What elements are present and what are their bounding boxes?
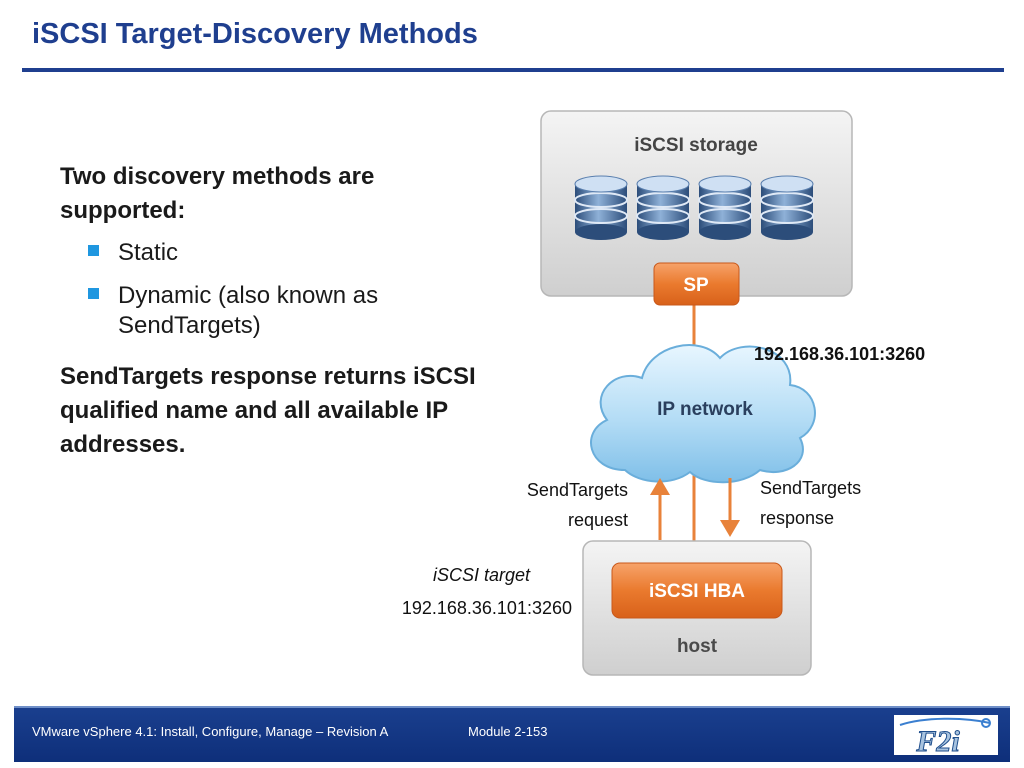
method-list: Static Dynamic (also known as SendTarget… [88, 238, 468, 354]
footer-course-title: VMware vSphere 4.1: Install, Configure, … [32, 724, 389, 739]
request-label-line2: request [567, 510, 628, 530]
sp-label: SP [683, 275, 709, 296]
sp-block [653, 262, 740, 306]
request-arrow-icon [650, 478, 670, 540]
bullet-text: Static [118, 239, 179, 266]
discovery-diagram: iSCSI storage SP IP network [540, 110, 853, 676]
bullet-text: Dynamic (also known as SendTargets) [118, 282, 379, 339]
intro-text: Two discovery methods are supported: [60, 163, 375, 224]
target-label: iSCSI target [432, 565, 530, 585]
storage-label: iSCSI storage [634, 135, 758, 156]
bullet-static: Static [88, 238, 468, 268]
disk-icon [574, 175, 628, 240]
sendtargets-note: SendTargets response returns iSCSI quali… [60, 363, 476, 458]
response-label-line2: response [760, 508, 835, 528]
f2i-logo-icon: F2i [894, 715, 998, 755]
host-label: host [677, 636, 718, 657]
disk-icon [760, 175, 814, 240]
title-underline [22, 68, 1004, 72]
footer-module-number: Module 2-153 [468, 724, 548, 739]
disk-icon [698, 175, 752, 240]
request-label-line1: SendTargets [526, 480, 628, 500]
target-address-label: 192.168.36.101:3260 [401, 598, 572, 618]
disk-icon [636, 175, 690, 240]
network-label: IP network [657, 399, 753, 420]
hba-label: iSCSI HBA [649, 581, 745, 602]
cloud-icon [590, 344, 816, 484]
response-arrow-icon [720, 478, 740, 537]
square-bullet-icon [88, 245, 99, 256]
network-address-label: 192.168.36.101:3260 [754, 344, 926, 364]
hba-block [611, 562, 783, 619]
page-title: iSCSI Target-Discovery Methods [32, 18, 478, 50]
footer-bar: VMware vSphere 4.1: Install, Configure, … [14, 706, 1010, 762]
logo-text: F2i [915, 725, 960, 755]
square-bullet-icon [88, 288, 99, 299]
bullet-dynamic: Dynamic (also known as SendTargets) [88, 281, 468, 341]
response-label-line1: SendTargets [760, 478, 862, 498]
